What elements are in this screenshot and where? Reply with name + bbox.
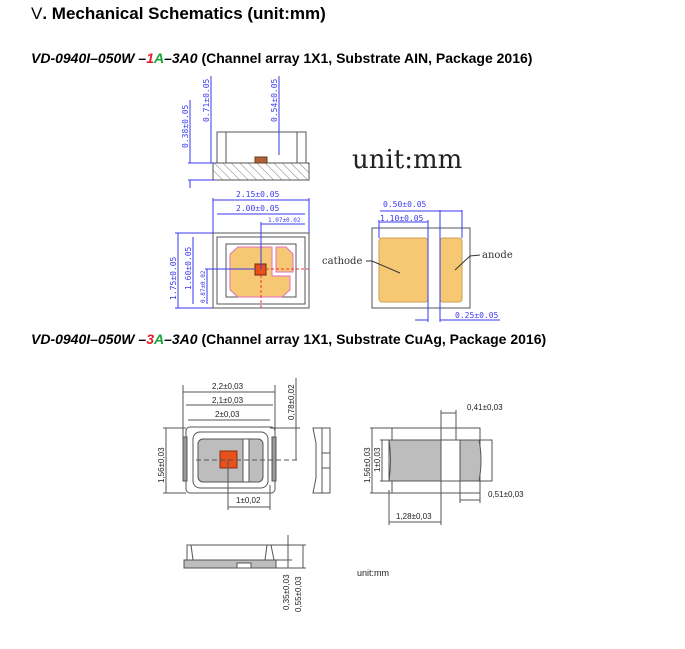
drawing1-pad-view [371,227,471,309]
dim-2-2: 2,2±0,03 [212,382,244,391]
model1-prefix: VD-0940I–050W – [31,50,147,66]
dim-1-75: 1.75±0.05 [169,256,178,300]
cathode-label: cathode [322,256,362,267]
pad-leaders [366,254,481,274]
model2-desc: (Channel array 1X1, Substrate CuAg, Pack… [197,331,547,347]
dim-0-50: 0.50±0.05 [383,200,427,209]
dim-1-56: 1,56±0,03 [157,447,166,483]
dim-1-60: 1.60±0.05 [184,246,193,290]
drawing2-top-dims [163,378,300,510]
model2-suffix: –3A0 [164,331,198,347]
model1-desc: (Channel array 1X1, Substrate AIN, Packa… [197,50,533,66]
unit-label-2: unit:mm [357,568,389,578]
dim-0-55: 0,55±0,03 [294,576,303,612]
drawing1-top-dims [175,198,310,309]
dim-0-78: 0,78±0,02 [287,384,296,420]
dim-2-00: 2.00±0.05 [236,204,280,213]
drawing2-pad-dims [370,410,481,525]
dim-0-71: 0.71±0.05 [202,78,211,122]
dim-0-35: 0,35±0,03 [282,574,291,610]
model2-prefix: VD-0940I–050W – [31,331,147,347]
section-number: V [31,4,43,23]
dim-1-28: 1,28±0,03 [396,512,432,521]
dim-1: 1±0,02 [236,496,261,505]
section-title-text: . Mechanical Schematics (unit:mm) [42,4,326,23]
dim-2-1: 2,1±0,03 [212,396,244,405]
dim-1-56-b: 1,56±0,03 [363,447,372,483]
drawing2-front-view [183,544,277,569]
model1-heading: VD-0940I–050W –1A–3A0 (Channel array 1X1… [31,50,532,66]
dim-1-07: 1.07±0.02 [268,217,301,224]
dim-2: 2±0,03 [215,410,240,419]
drawing1-side-view [212,131,310,181]
drawing2-pad-view [388,427,493,494]
drawing1-pad-dims [378,210,500,322]
model1-code-red: 1 [146,50,154,66]
dim-2-15: 2.15±0.05 [236,190,280,199]
drawing2-side-view [312,427,331,494]
model1-suffix: –3A0 [164,50,198,66]
model1-code-green: A [153,50,165,66]
section-title: V. Mechanical Schematics (unit:mm) [31,4,326,24]
dim-1-10: 1.10±0.05 [380,214,424,223]
model2-code-green: A [153,331,165,347]
dim-0-41: 0,41±0,03 [467,403,503,412]
dim-0-25: 0.25±0.05 [455,311,499,320]
anode-label: anode [482,250,513,261]
dim-0-87: 0.87±0.02 [200,270,207,303]
dim-0-51: 0,51±0,03 [488,490,524,499]
dim-0-54: 0.54±0.05 [270,78,279,122]
drawing1-side-dims [188,76,280,188]
model2-heading: VD-0940I–050W –3A–3A0 (Channel array 1X1… [31,331,546,347]
dim-1-b: 1±0,03 [373,447,382,472]
model2-code-red: 3 [146,331,154,347]
drawing2-front-dims [270,535,306,569]
dim-0-38: 0.38±0.05 [181,104,190,148]
unit-label-1: unit:mm [352,145,462,175]
